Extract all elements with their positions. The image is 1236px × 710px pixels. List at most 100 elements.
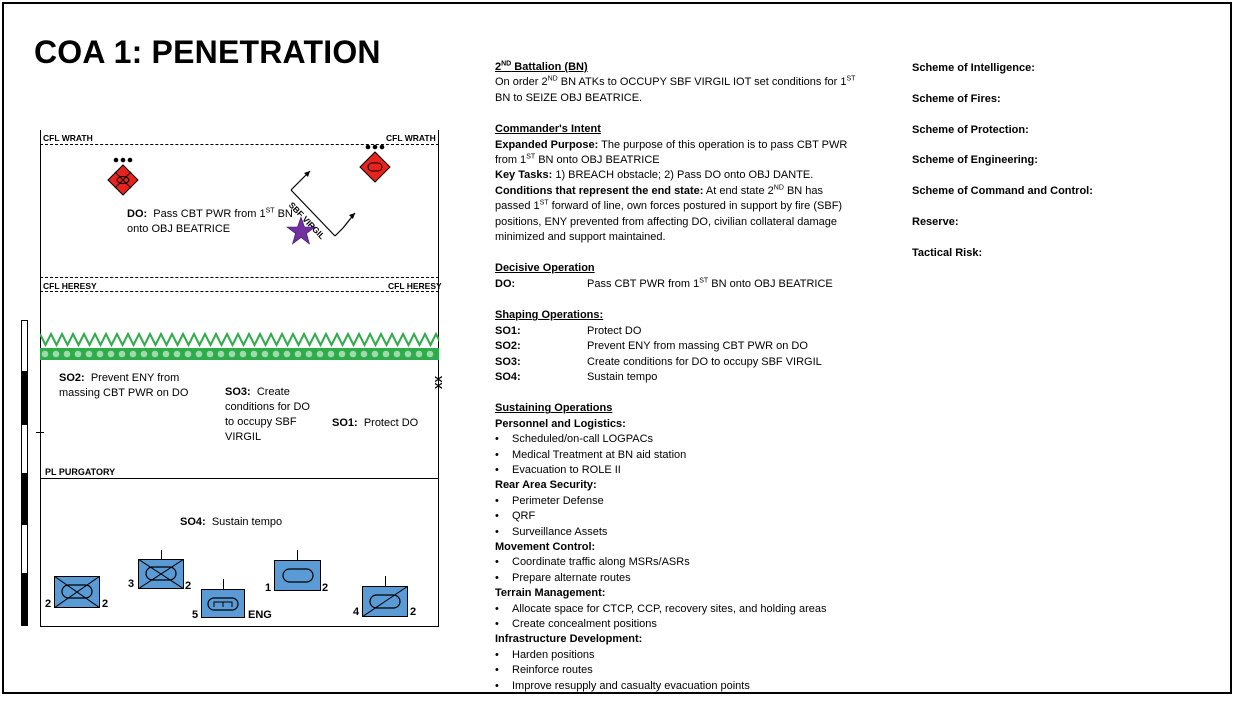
obstacle-belt bbox=[40, 331, 439, 360]
unit-label: 5 bbox=[192, 609, 199, 621]
scheme-label: Reserve: bbox=[912, 215, 959, 228]
obstacle-mark bbox=[404, 350, 412, 358]
obstacle-mark bbox=[173, 350, 181, 358]
cfl-heresy-line bbox=[40, 291, 439, 292]
scale-bar-segment bbox=[21, 574, 28, 626]
commanders-intent-section: Commander's Intent Expanded Purpose: The… bbox=[495, 122, 885, 245]
obstacle-mark bbox=[382, 350, 390, 358]
shaping-operation-key: SO2: bbox=[495, 340, 521, 353]
unit-label: 3 bbox=[128, 578, 135, 590]
cfl-wrath-line bbox=[40, 144, 439, 145]
sustaining-group-list: Harden positionsReinforce routesImprove … bbox=[495, 648, 885, 695]
unit-label: ENG bbox=[248, 609, 272, 621]
obstacle-mark bbox=[151, 350, 159, 358]
scale-bar-segment bbox=[21, 372, 28, 424]
decisive-operation-heading: Decisive Operation bbox=[495, 262, 595, 275]
sustaining-group-title: Personnel and Logistics: bbox=[495, 417, 626, 430]
shaping-operation-value: Prevent ENY from massing CBT PWR on DO bbox=[587, 340, 808, 353]
obstacle-mark bbox=[184, 350, 192, 358]
friendly-armor-unit-b bbox=[138, 559, 184, 589]
scheme-label: Scheme of Command and Control: bbox=[912, 185, 1093, 198]
shaping-operation-value: Protect DO bbox=[587, 324, 642, 337]
sustaining-operations-section: Sustaining Operations Personnel and Logi… bbox=[495, 401, 885, 694]
shaping-operation-row: SO2: Prevent ENY from massing CBT PWR on … bbox=[495, 339, 885, 354]
sustaining-group-list: Allocate space for CTCP, CCP, recovery s… bbox=[495, 602, 885, 633]
sustaining-group-title: Infrastructure Development: bbox=[495, 633, 643, 646]
shaping-operation-key: SO1: bbox=[495, 324, 521, 337]
operations-map bbox=[40, 130, 439, 627]
unit-stem bbox=[223, 579, 224, 589]
sbf-virgil-symbol bbox=[290, 170, 356, 237]
decisive-operation-row: DO:Pass CBT PWR from 1ST BN onto OBJ BEA… bbox=[495, 277, 833, 290]
list-item: Reinforce routes bbox=[495, 663, 885, 679]
scheme-label: Scheme of Engineering: bbox=[912, 154, 1038, 167]
map-so1-text: SO1: Protect DO bbox=[332, 417, 419, 429]
pl-purgatory-label: PL PURGATORY bbox=[45, 467, 116, 477]
unit-label: 2 bbox=[102, 598, 109, 610]
obstacle-mark bbox=[63, 350, 71, 358]
list-item: Prepare alternate routes bbox=[495, 571, 885, 587]
obstacle-mark bbox=[195, 350, 203, 358]
obstacle-mark bbox=[52, 350, 60, 358]
shaping-operation-row: SO4:Sustain tempo bbox=[495, 370, 885, 385]
obstacle-mark bbox=[371, 350, 379, 358]
unit-stem bbox=[385, 576, 386, 586]
obstacle-mark bbox=[426, 350, 434, 358]
shaping-operation-row: SO1: Protect DO bbox=[495, 324, 885, 339]
enemy-unit-left-icon bbox=[107, 157, 139, 196]
scale-bar-segment bbox=[21, 320, 28, 372]
shaping-operation-row: SO3: Create conditions for DO to occupy S… bbox=[495, 355, 885, 370]
list-item: Coordinate traffic along MSRs/ASRs bbox=[495, 555, 885, 571]
shaping-operation-key: SO3: bbox=[495, 355, 521, 368]
unit-stem bbox=[161, 550, 162, 559]
scheme-label: Scheme of Intelligence: bbox=[912, 62, 1035, 74]
shaping-operation-value: Create conditions for DO to occupy SBF V… bbox=[587, 355, 822, 368]
schemes-column: Scheme of Intelligence:Scheme of Fires:S… bbox=[912, 62, 1093, 278]
list-item: QRF bbox=[495, 509, 885, 525]
sustaining-group-list: Scheduled/on-call LOGPACsMedical Treatme… bbox=[495, 432, 885, 479]
shaping-operations-heading: Shaping Operations: bbox=[495, 309, 604, 322]
obstacle-mark bbox=[283, 350, 291, 358]
list-item: Surveillance Assets bbox=[495, 525, 885, 541]
sustaining-group-title: Terrain Management: bbox=[495, 587, 606, 600]
list-item: Evacuation to ROLE II bbox=[495, 463, 885, 479]
obstacle-mark bbox=[228, 350, 236, 358]
unit-label: 4 bbox=[353, 606, 360, 618]
list-item: Create concealment positions bbox=[495, 617, 885, 633]
boundary-marker: XX bbox=[434, 375, 446, 390]
cfl-heresy-right-label: CFL HERESY bbox=[388, 281, 442, 291]
enemy-unit-right-icon bbox=[359, 144, 391, 183]
obstacle-mark bbox=[162, 350, 170, 358]
map-so4-text: SO4: Sustain tempo bbox=[180, 516, 283, 528]
cfl-heresy-left-label: CFL HERESY bbox=[43, 281, 97, 291]
scheme-label: Scheme of Protection: bbox=[912, 123, 1029, 136]
list-item: Medical Treatment at BN aid station bbox=[495, 448, 885, 464]
map-do-text: DO: Pass CBT PWR from 1ST BN onto OBJ BE… bbox=[127, 207, 293, 235]
pl-purgatory-line bbox=[40, 478, 439, 479]
obstacle-mark bbox=[96, 350, 104, 358]
list-item: Harden positions bbox=[495, 648, 885, 664]
key-tasks: Key Tasks: 1) BREACH obstacle; 2) Pass D… bbox=[495, 169, 814, 182]
cfl-heresy-upper-line bbox=[40, 277, 439, 278]
cfl-wrath-left-label: CFL WRATH bbox=[43, 133, 93, 143]
sustaining-group-title: Movement Control: bbox=[495, 540, 596, 553]
sustaining-group-list: Perimeter DefenseQRFSurveillance Assets bbox=[495, 494, 885, 541]
scale-bar-segment bbox=[21, 474, 28, 524]
obstacle-mark bbox=[261, 350, 269, 358]
obstacle-mark bbox=[338, 350, 346, 358]
friendly-armor-unit-a bbox=[54, 576, 100, 608]
coa-text-column: 2ND Battalion (BN) On order 2ND BN ATKs … bbox=[495, 60, 885, 710]
shaping-operation-key: SO4: bbox=[495, 370, 521, 383]
friendly-engineer-unit bbox=[201, 589, 245, 618]
list-item: Allocate space for CTCP, CCP, recovery s… bbox=[495, 602, 885, 618]
unit-label: 2 bbox=[185, 580, 192, 592]
cfl-wrath-right-label: CFL WRATH bbox=[386, 133, 436, 143]
shaping-operations-section: Shaping Operations: SO1: Protect DO SO2: Pr… bbox=[495, 308, 885, 385]
obstacle-mark bbox=[85, 350, 93, 358]
battalion-section: 2ND Battalion (BN) On order 2ND BN ATKs … bbox=[495, 60, 885, 106]
page-title: COA 1: PENETRATION bbox=[34, 34, 381, 70]
obstacle-mark bbox=[41, 350, 49, 358]
decisive-operation-section: Decisive Operation DO:Pass CBT PWR from … bbox=[495, 261, 885, 292]
